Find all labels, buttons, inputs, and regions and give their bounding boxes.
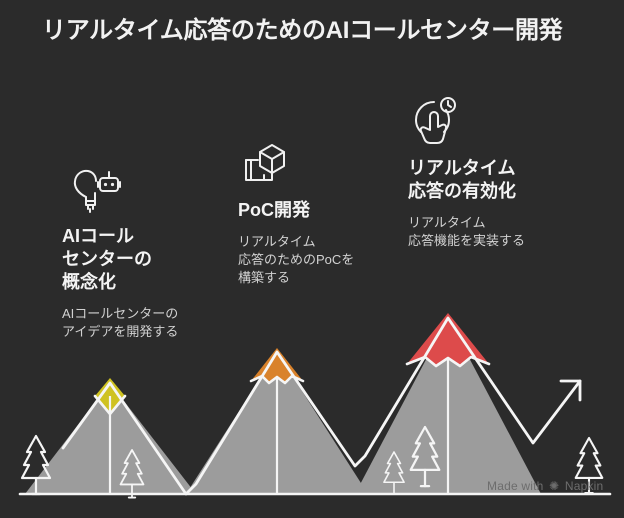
watermark[interactable]: Made with ✺ Napkin: [487, 479, 603, 493]
page-title: リアルタイム応答のためのAIコールセンター開発: [42, 17, 563, 44]
milestone-heading: AIコール センターの 概念化: [62, 226, 152, 292]
lightbulb-robot-icon: [73, 169, 121, 213]
milestone-poc-development[interactable]: PoC開発 リアルタイム 応答のためのPoCを 構築する: [238, 142, 398, 287]
peak-connector-lines: [108, 358, 450, 494]
pine-tree: [409, 425, 441, 488]
watermark-prefix: Made with: [487, 479, 544, 493]
milestone-body: リアルタイム 応答のためのPoCを 構築する: [238, 234, 355, 285]
milestone-body: リアルタイム 応答機能を実装する: [408, 215, 526, 248]
milestone-heading: リアルタイム 応答の有効化: [408, 158, 516, 201]
cube-box-icon: [245, 144, 285, 181]
milestone-heading: PoC開発: [238, 200, 310, 220]
milestone-conceptualization[interactable]: AIコール センターの 概念化 AIコールセンターの アイデアを開発する: [62, 168, 212, 341]
pine-tree: [119, 449, 145, 499]
sparkle-icon: ✺: [549, 479, 560, 493]
hand-clock-icon: [415, 97, 456, 144]
milestone-realtime-response[interactable]: リアルタイム 応答の有効化 リアルタイム 応答機能を実装する: [408, 96, 588, 250]
trend-line: [61, 316, 582, 496]
milestone-body: AIコールセンターの アイデアを開発する: [62, 306, 179, 339]
trend-arrowhead: [559, 379, 582, 402]
watermark-brand: Napkin: [564, 479, 604, 493]
